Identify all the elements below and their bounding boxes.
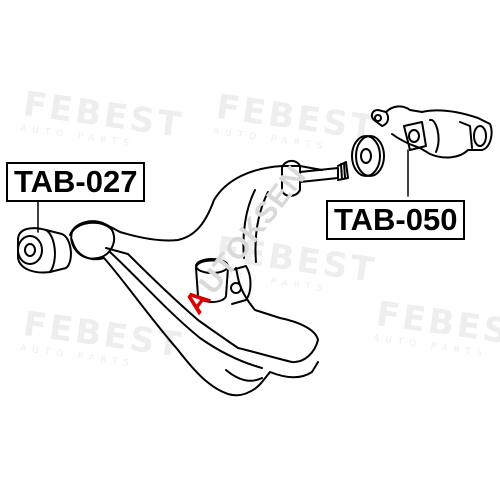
arm-lower-link-2 [254,191,269,263]
part-label-tab-027: TAB-027 [6,162,146,202]
bushing-washer [351,135,385,177]
ball-stud-thread [337,161,349,181]
arm-rear-sleeve-top [195,258,229,274]
arm-lower-link [242,189,256,259]
arm-rib [109,251,263,369]
arm-front-eye [70,221,116,260]
bushing-tab-050 [370,105,493,159]
arm-rear-mount-hole [230,282,242,294]
arm-rear-mount [231,265,252,305]
ball-stud-shaft [299,167,339,183]
arm-rear-sleeve [195,259,229,303]
ball-stud [281,160,301,197]
control-arm [69,165,323,397]
bushing-tab-027 [17,227,72,274]
arm-rib-2 [225,369,263,382]
part-label-tab-050: TAB-050 [326,200,466,240]
